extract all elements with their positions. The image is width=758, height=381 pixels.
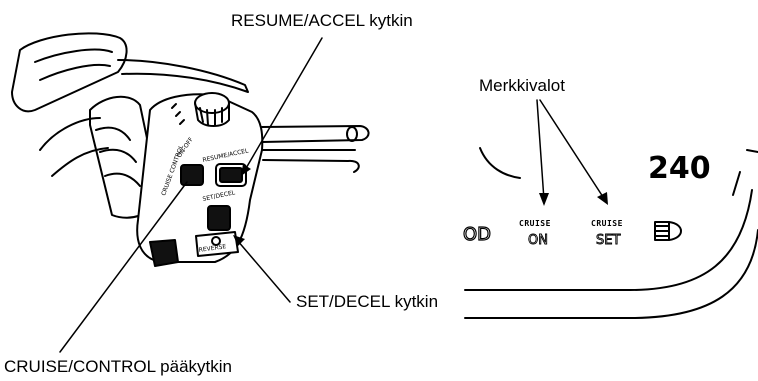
- label-set-decel-switch: SET/DECEL kytkin: [296, 292, 439, 311]
- leader-cruise-ctrl: [59, 181, 188, 353]
- cruise-set-bottom: SET: [596, 233, 620, 248]
- handlebar-illustration: [11, 32, 370, 219]
- arrowhead-resume: [241, 164, 251, 176]
- speed-240: 240: [648, 151, 711, 186]
- arrowhead-cruise-on: [539, 193, 549, 206]
- label-indicator-lights: Merkkivalot: [479, 76, 565, 95]
- indicator-arrows: [536, 99, 606, 201]
- cruise-on-top: CRUISE: [519, 219, 551, 228]
- od-indicator: OD: [463, 224, 491, 245]
- label-cruise-control-main-switch: CRUISE/CONTROL pääkytkin: [4, 357, 232, 376]
- cruise-on-bottom: ON: [528, 233, 548, 248]
- leader-resume-accel: [244, 37, 323, 171]
- label-reverse-housing: REVERSE: [198, 243, 227, 254]
- instrument-panel: [464, 147, 758, 319]
- leader-lines-left: [59, 37, 323, 353]
- cruise-set-top: CRUISE: [591, 219, 623, 228]
- arrowhead-set: [233, 235, 245, 246]
- label-resume-accel-switch: RESUME/ACCEL kytkin: [231, 11, 413, 30]
- arrowhead-cruise-set: [597, 192, 608, 205]
- switch-housing: [136, 92, 264, 267]
- leader-set-decel: [236, 239, 291, 303]
